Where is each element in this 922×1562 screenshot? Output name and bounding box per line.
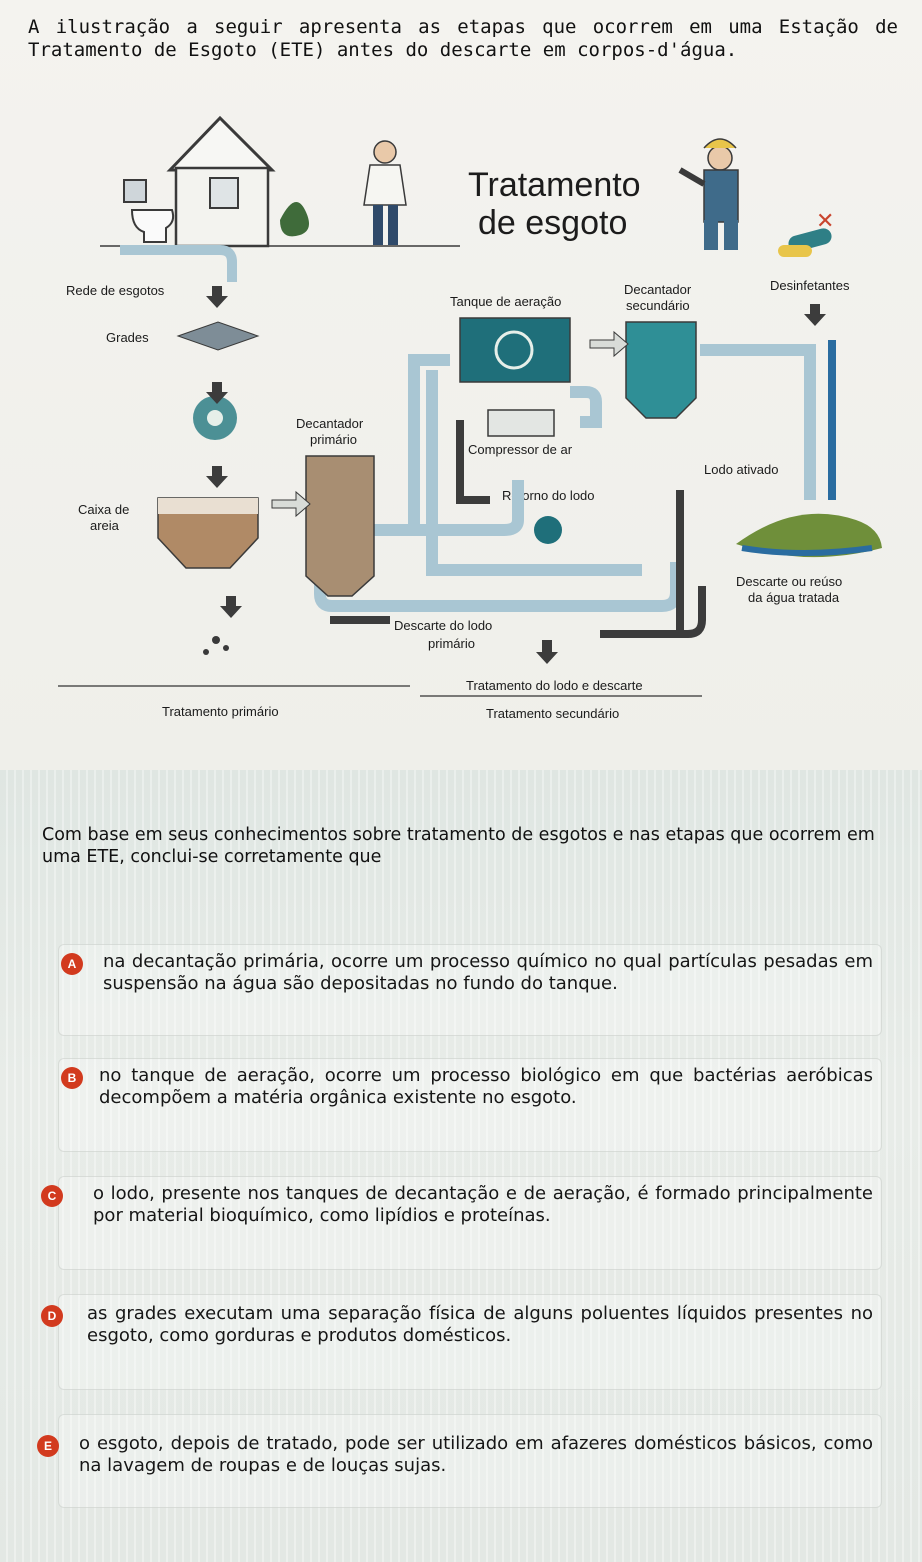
label-decantador-primario-2: primário (310, 432, 357, 447)
label-desinfetantes: Desinfetantes (770, 278, 850, 293)
grate-filter (176, 321, 260, 351)
label-retorno-lodo: Retorno do lodo (502, 488, 595, 503)
label-descarte-reuso-1: Descarte ou reúso (736, 574, 842, 589)
sludge-pump (534, 516, 562, 544)
option-letter-badge: C (41, 1185, 63, 1207)
label-tratamento-secundario: Tratamento secundário (486, 706, 619, 721)
aeration-tank (459, 317, 571, 383)
option-text: o lodo, presente nos tanques de decantaç… (93, 1183, 873, 1226)
air-compressor (487, 409, 555, 437)
label-compressor-ar: Compressor de ar (468, 442, 573, 457)
grit-chamber (157, 497, 259, 655)
option-text: no tanque de aeração, ocorre um processo… (99, 1065, 873, 1108)
label-tanque-aeracao: Tanque de aeração (450, 294, 561, 309)
option-text: na decantação primária, ocorre um proces… (103, 951, 873, 994)
sewage-treatment-diagram: ✕ Tratamento de esgoto Rede de esgotos G… (40, 100, 900, 740)
scientist-illustration (363, 140, 407, 245)
question-area (0, 770, 922, 1562)
option-letter-badge: D (41, 1305, 63, 1327)
svg-text:✕: ✕ (816, 208, 834, 233)
secondary-decanter-tank (625, 321, 697, 419)
flow-arrows (206, 286, 826, 664)
question-stem: Com base em seus conhecimentos sobre tra… (42, 825, 875, 867)
grit-separator (193, 396, 237, 440)
label-decantador-secundario-1: Decantador (624, 282, 692, 297)
label-caixa-areia-2: areia (90, 518, 120, 533)
option-text: as grades executam uma separação física … (87, 1303, 873, 1346)
pipe-network (314, 344, 816, 612)
label-descarte-lodo-1: Descarte do lodo (394, 618, 492, 633)
intro-text: A ilustração a seguir apresenta as etapa… (28, 16, 898, 61)
option-text: o esgoto, depois de tratado, pode ser ut… (79, 1433, 873, 1476)
worker-illustration (678, 138, 739, 250)
option-letter-badge: B (61, 1067, 83, 1089)
diagram-title-line1: Tratamento (468, 166, 641, 204)
label-tratamento-lodo: Tratamento do lodo e descarte (466, 678, 643, 693)
house-illustration (100, 115, 460, 282)
option-c[interactable]: C o lodo, presente nos tanques de decant… (41, 1176, 882, 1270)
illustration-area (0, 0, 922, 770)
option-letter-badge: A (61, 953, 83, 975)
label-tratamento-primario: Tratamento primário (162, 704, 279, 719)
option-d[interactable]: D as grades executam uma separação físic… (41, 1294, 882, 1390)
option-b[interactable]: B no tanque de aeração, ocorre um proces… (58, 1058, 882, 1152)
option-e[interactable]: E o esgoto, depois de tratado, pode ser … (37, 1414, 882, 1508)
option-a[interactable]: A na decantação primária, ocorre um proc… (58, 944, 882, 1036)
label-grades: Grades (106, 330, 149, 345)
label-rede-esgotos: Rede de esgotos (66, 283, 165, 298)
primary-decanter-tank (305, 455, 375, 597)
label-decantador-primario-1: Decantador (296, 416, 364, 431)
label-decantador-secundario-2: secundário (626, 298, 690, 313)
label-caixa-areia-1: Caixa de (78, 502, 129, 517)
label-descarte-lodo-2: primário (428, 636, 475, 651)
option-letter-badge: E (37, 1435, 59, 1457)
diagram-title-line2: de esgoto (478, 204, 627, 242)
disinfectant-pills-illustration: ✕ (778, 208, 834, 257)
river-landscape (736, 513, 882, 558)
label-lodo-ativado: Lodo ativado (704, 462, 778, 477)
label-descarte-reuso-2: da água tratada (748, 590, 840, 605)
